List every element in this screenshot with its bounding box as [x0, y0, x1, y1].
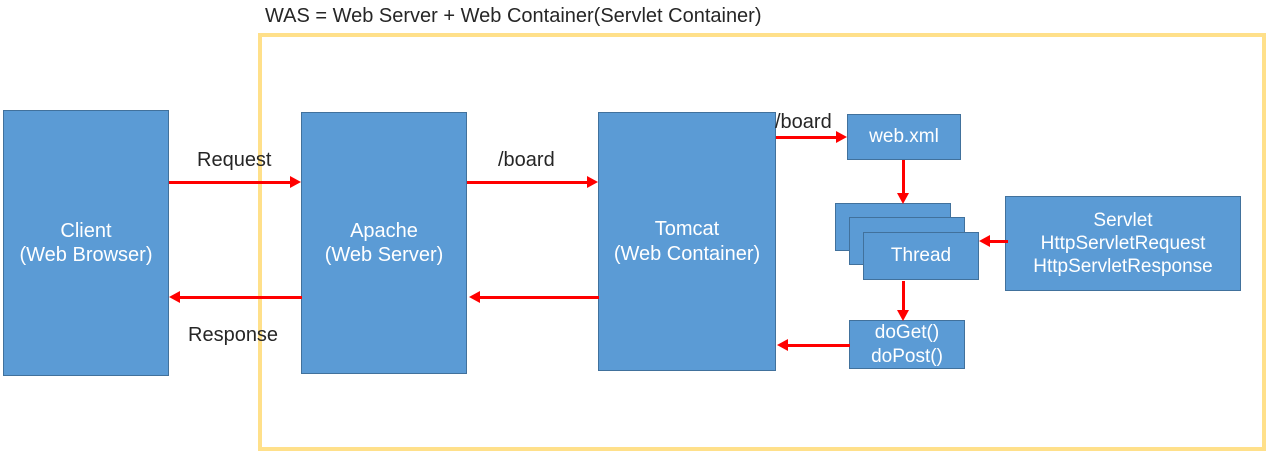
was-boundary-frame	[258, 33, 1266, 451]
node-thread-label: Thread	[890, 245, 952, 266]
node-servlet-methods[interactable]: doGet() doPost()	[849, 320, 965, 369]
arrow-apache-to-client	[180, 296, 302, 299]
node-doget-label: doGet()	[874, 322, 940, 344]
node-client-line2: (Web Browser)	[19, 244, 153, 266]
edge-label-board-tomcat-webxml: /board	[775, 111, 832, 133]
arrow-tomcat-to-webxml	[776, 136, 837, 139]
node-dopost-label: doPost()	[871, 345, 943, 367]
arrow-tomcat-to-apache	[480, 296, 599, 299]
arrow-apache-to-tomcat	[467, 181, 588, 184]
node-client[interactable]: Client (Web Browser)	[3, 110, 169, 376]
node-servlet-line2: HttpServletRequest	[1040, 232, 1206, 254]
node-client-line1: Client	[60, 219, 112, 242]
arrow-methods-to-tomcat	[788, 344, 850, 347]
arrow-tomcat-to-apache-head-icon	[469, 291, 480, 303]
node-tomcat-line2: (Web Container)	[613, 242, 761, 265]
node-web-xml[interactable]: web.xml	[847, 114, 961, 160]
edge-label-request: Request	[197, 149, 272, 171]
node-tomcat-line1: Tomcat	[654, 218, 720, 241]
node-thread[interactable]: Thread	[863, 232, 979, 280]
node-tomcat[interactable]: Tomcat (Web Container)	[598, 112, 776, 371]
arrow-client-to-apache	[169, 181, 291, 184]
node-servlet-line3: HttpServletResponse	[1033, 256, 1213, 278]
edge-label-response: Response	[188, 324, 279, 346]
arrow-apache-to-client-head-icon	[169, 291, 180, 303]
node-servlet[interactable]: Servlet HttpServletRequest HttpServletRe…	[1005, 196, 1241, 291]
node-apache-line1: Apache	[350, 219, 418, 242]
arrow-servlet-to-thread	[990, 240, 1008, 243]
arrow-webxml-to-thread-head-icon	[897, 193, 909, 204]
node-servlet-line1: Servlet	[1093, 209, 1153, 231]
was-title: WAS = Web Server + Web Container(Servlet…	[265, 5, 762, 27]
arrow-thread-to-methods	[902, 281, 905, 312]
arrow-client-to-apache-head-icon	[290, 176, 301, 188]
arrow-apache-to-tomcat-head-icon	[587, 176, 598, 188]
arrow-thread-to-methods-head-icon	[897, 310, 909, 321]
arrow-servlet-to-thread-head-icon	[979, 235, 990, 247]
node-apache-line2: (Web Server)	[324, 244, 444, 266]
arrow-tomcat-to-webxml-head-icon	[836, 131, 847, 143]
arrow-webxml-to-thread	[902, 160, 905, 195]
node-apache[interactable]: Apache (Web Server)	[301, 112, 467, 374]
arrow-methods-to-tomcat-head-icon	[777, 339, 788, 351]
edge-label-board-apache-tomcat: /board	[498, 149, 555, 171]
node-web-xml-label: web.xml	[869, 126, 939, 148]
